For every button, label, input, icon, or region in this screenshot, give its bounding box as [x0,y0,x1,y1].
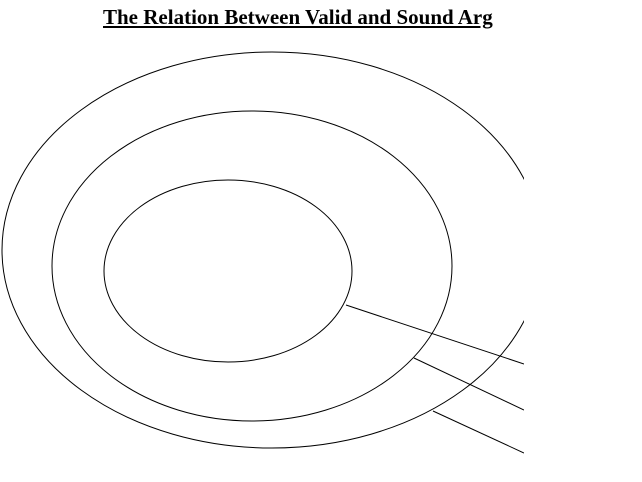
inner-ellipse [103,179,353,363]
middle-pointer-line [413,357,524,411]
inner-pointer-line [345,304,524,365]
slide-canvas: The Relation Between Valid and Sound Arg [1,5,524,454]
blank-margin [524,0,642,482]
outer-pointer-line [432,410,524,454]
slide-title: The Relation Between Valid and Sound Arg [103,5,493,29]
outer-ellipse [1,51,524,449]
nested-ellipses-diagram [1,51,524,454]
middle-ellipse [51,110,453,422]
